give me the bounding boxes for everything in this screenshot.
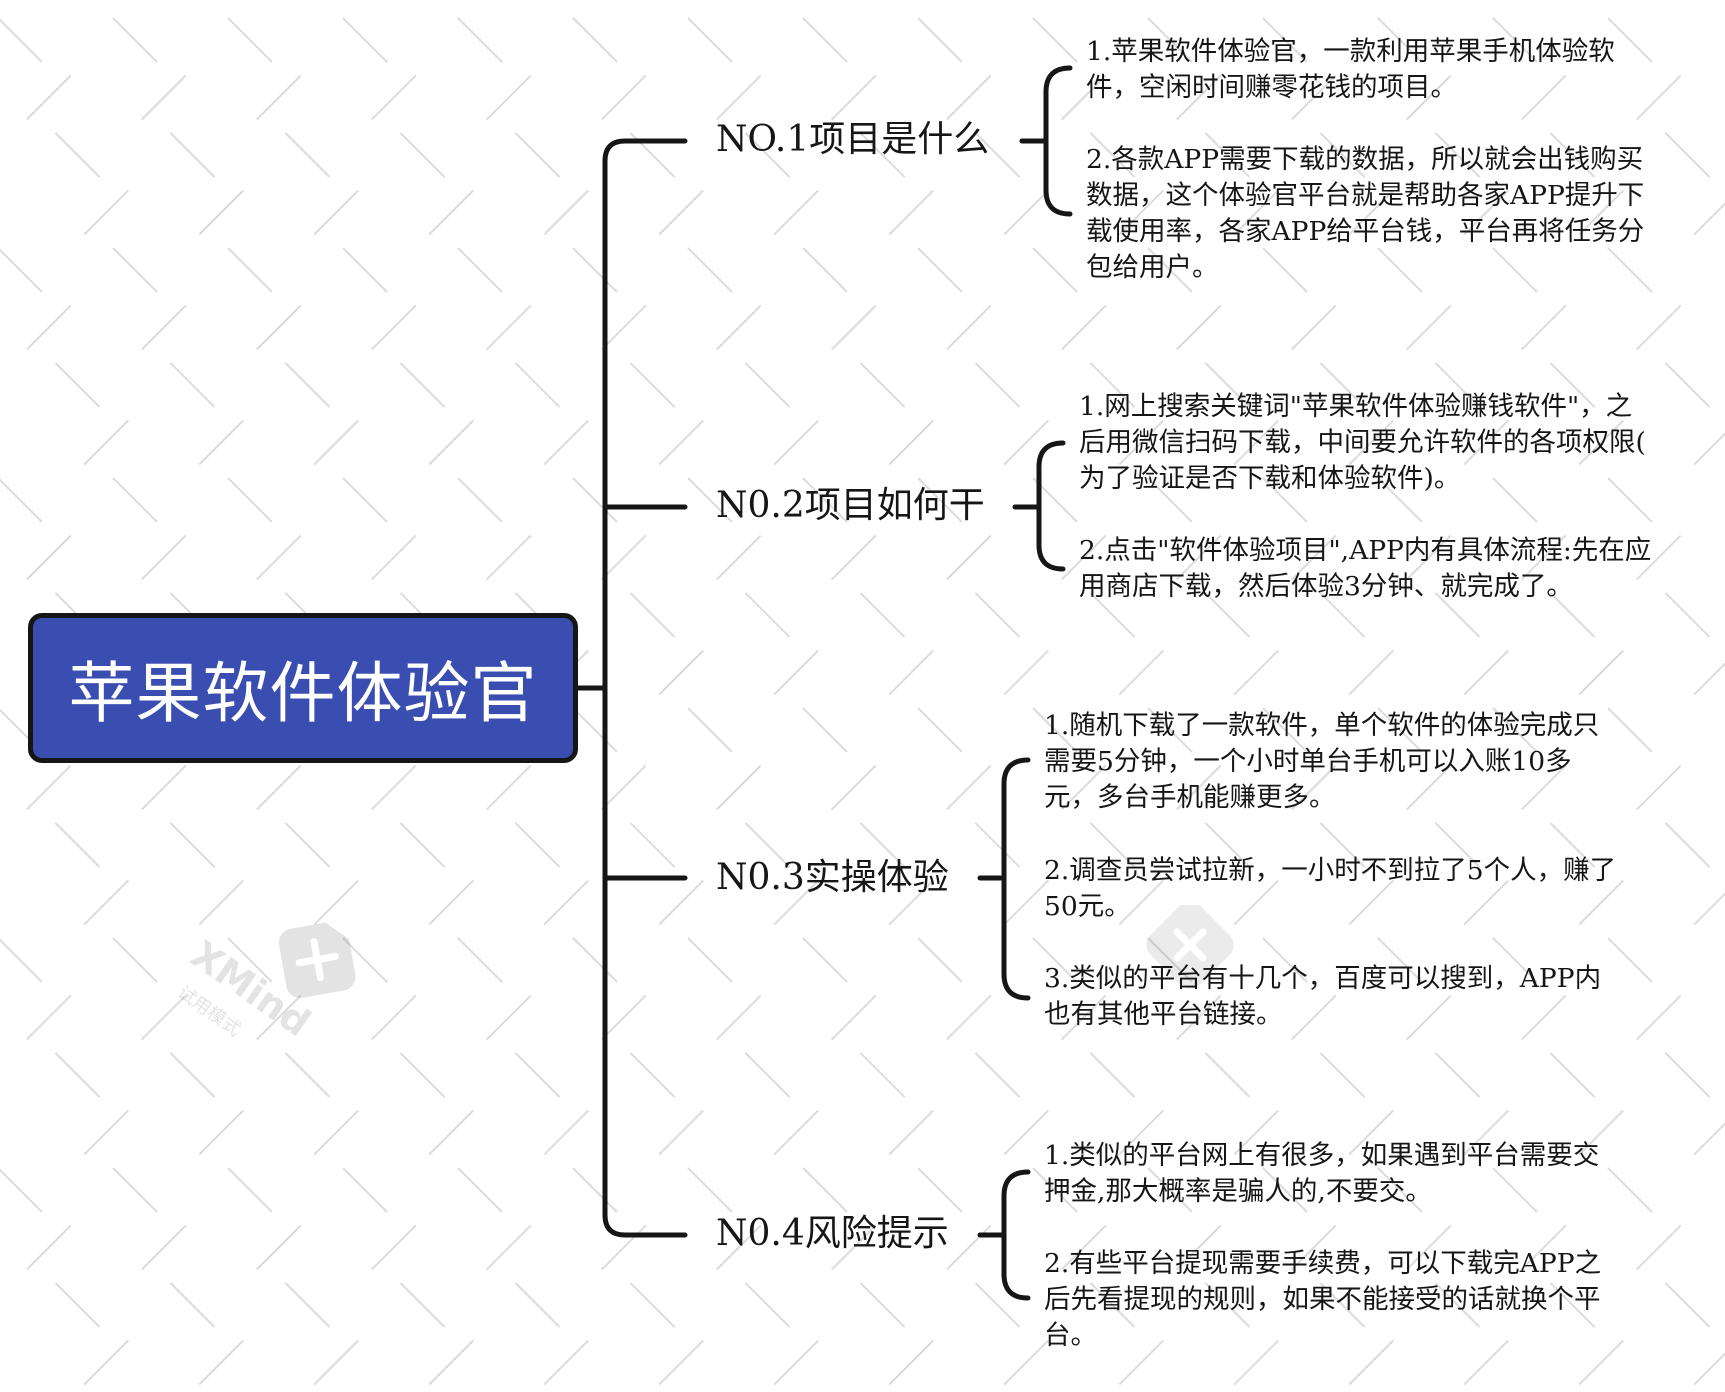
leaf-line: 1.类似的平台网上有很多，如果遇到平台需要交 [1044, 1140, 1600, 1171]
xmind-watermark-logo-2 [1130, 901, 1240, 1015]
leaf-line: 件，空闲时间赚零花钱的项目。 [1086, 72, 1457, 103]
leaf-line: 2.点击"软件体验项目",APP内有具体流程:先在应 [1079, 535, 1652, 566]
leaf-line: 台。 [1044, 1320, 1097, 1351]
branch-topic-1[interactable]: NO.1项目是什么 [716, 119, 990, 160]
leaf-line: 后用微信扫码下载，中间要允许软件的各项权限( [1079, 427, 1646, 458]
bracket-2 [1036, 440, 1066, 572]
bracket-4 [1001, 1169, 1031, 1301]
leaf-line: 元，多台手机能赚更多。 [1044, 782, 1336, 813]
bracket-3 [1001, 757, 1031, 1001]
leaf-line: 数据，这个体验官平台就是帮助各家APP提升下 [1086, 180, 1645, 211]
leaf-line: 押金,那大概率是骗人的,不要交。 [1044, 1176, 1432, 1207]
leaf-topic-1-2[interactable]: 2.各款APP需要下载的数据，所以就会出钱购买 数据，这个体验官平台就是帮助各家… [1086, 142, 1644, 286]
leaf-line: 需要5分钟，一个小时单台手机可以入账10多 [1044, 746, 1572, 777]
leaf-line: 2.调查员尝试拉新，一小时不到拉了5个人，赚了 [1044, 855, 1617, 886]
leaf-line: 为了验证是否下载和体验软件)。 [1079, 463, 1461, 494]
leaf-line: 2.有些平台提现需要手续费，可以下载完APP之 [1044, 1248, 1602, 1279]
leaf-topic-1-1[interactable]: 1.苹果软件体验官，一款利用苹果手机体验软 件，空闲时间赚零花钱的项目。 [1086, 34, 1615, 106]
leaf-line: 50元。 [1044, 891, 1131, 922]
leaf-line: 1.苹果软件体验官，一款利用苹果手机体验软 [1086, 36, 1615, 67]
leaf-line: 后先看提现的规则，如果不能接受的话就换个平 [1044, 1284, 1601, 1315]
leaf-topic-4-2[interactable]: 2.有些平台提现需要手续费，可以下载完APP之 后先看提现的规则，如果不能接受的… [1044, 1246, 1601, 1354]
leaf-line: 包给用户。 [1086, 252, 1219, 283]
leaf-topic-3-3[interactable]: 3.类似的平台有十几个，百度可以搜到，APP内 也有其他平台链接。 [1044, 961, 1601, 1033]
bracket-1 [1043, 65, 1073, 217]
branch-topic-2[interactable]: N0.2项目如何干 [716, 485, 985, 526]
leaf-topic-4-1[interactable]: 1.类似的平台网上有很多，如果遇到平台需要交 押金,那大概率是骗人的,不要交。 [1044, 1138, 1599, 1210]
root-topic-label: 苹果软件体验官 [68, 655, 538, 732]
leaf-topic-3-2[interactable]: 2.调查员尝试拉新，一小时不到拉了5个人，赚了 50元。 [1044, 853, 1616, 925]
main-spine [602, 138, 688, 1238]
leaf-line: 用商店下载，然后体验3分钟、就完成了。 [1079, 571, 1573, 602]
branch-topic-3[interactable]: N0.3实操体验 [716, 857, 949, 898]
leaf-line: 载使用率，各家APP给平台钱，平台再将任务分 [1086, 216, 1645, 247]
leaf-topic-3-1[interactable]: 1.随机下载了一款软件，单个软件的体验完成只 需要5分钟，一个小时单台手机可以入… [1044, 708, 1599, 816]
leaf-line: 也有其他平台链接。 [1044, 999, 1283, 1030]
leaf-topic-2-2[interactable]: 2.点击"软件体验项目",APP内有具体流程:先在应 用商店下载，然后体验3分钟… [1079, 533, 1651, 605]
leaf-line: 2.各款APP需要下载的数据，所以就会出钱购买 [1086, 144, 1644, 175]
leaf-line: 1.随机下载了一款软件，单个软件的体验完成只 [1044, 710, 1600, 741]
leaf-topic-2-1[interactable]: 1.网上搜索关键词"苹果软件体验赚钱软件"，之 后用微信扫码下载，中间要允许软件… [1079, 389, 1646, 497]
leaf-line: 1.网上搜索关键词"苹果软件体验赚钱软件"，之 [1079, 391, 1633, 422]
leaf-line: 3.类似的平台有十几个，百度可以搜到，APP内 [1044, 963, 1602, 994]
root-topic[interactable]: 苹果软件体验官 [28, 613, 578, 763]
branch-topic-4[interactable]: N0.4风险提示 [716, 1213, 949, 1254]
